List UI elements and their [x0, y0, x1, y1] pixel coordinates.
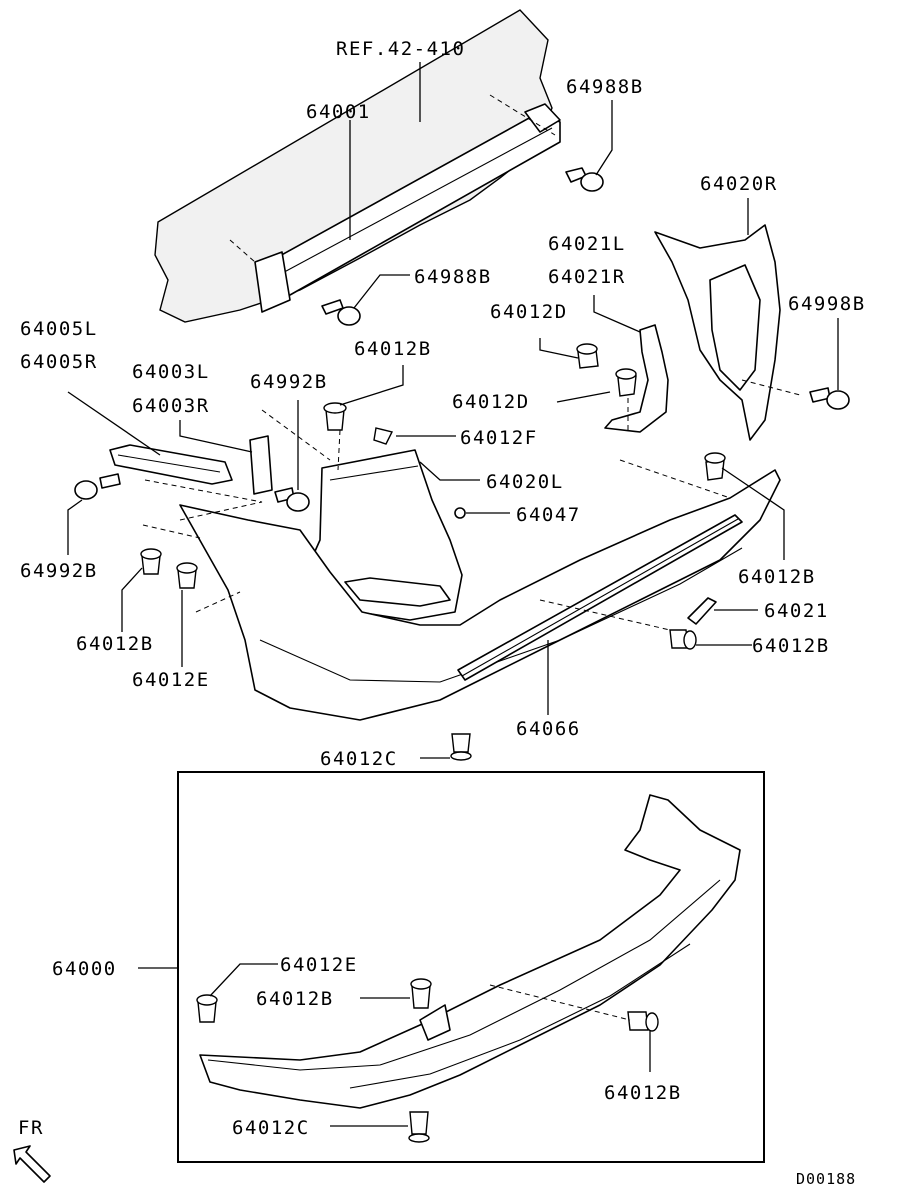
side-bracket-64020R	[654, 224, 781, 441]
label-64988B-mid: 64988B	[414, 266, 492, 288]
label-64012B-a: 64012B	[354, 338, 432, 360]
bracket-64003	[249, 435, 273, 495]
label-64020L: 64020L	[486, 471, 564, 493]
clip-64012F	[373, 427, 394, 445]
bumper-face-upper	[179, 469, 781, 721]
absorber-64005	[109, 444, 233, 485]
reflector-64021	[687, 597, 717, 625]
clip-64012B-2	[704, 452, 726, 481]
label-diagram-code: D00188	[796, 1170, 856, 1187]
label-64005L: 64005L	[20, 318, 98, 340]
clip-64012B-4	[669, 629, 697, 650]
clip-64012B-5	[410, 978, 432, 1009]
label-64003L: 64003L	[132, 361, 210, 383]
label-64005R: 64005R	[20, 351, 98, 373]
clip-64012D-1	[576, 343, 599, 369]
bolt-64988B-mid	[321, 299, 361, 326]
label-64012C-a: 64012C	[320, 748, 398, 770]
bolt-64998B	[809, 387, 850, 410]
label-64992B-b: 64992B	[20, 560, 98, 582]
label-64988B-top: 64988B	[566, 76, 644, 98]
label-fr: FR	[18, 1117, 44, 1139]
label-64012E-b: 64012E	[280, 954, 358, 976]
clip-64012D-2	[615, 368, 637, 397]
label-64012F: 64012F	[460, 427, 538, 449]
bolt-64992B-left	[74, 473, 121, 500]
bolt-64992B-right	[274, 487, 310, 512]
label-64992B-a: 64992B	[250, 371, 328, 393]
clip-64012C-1	[450, 733, 472, 761]
side-bracket-64021	[604, 324, 669, 433]
label-64012B-d: 64012B	[752, 635, 830, 657]
clip-64012C-2	[408, 1111, 430, 1143]
clip-64012B-1	[323, 402, 347, 431]
front-arrow-icon	[13, 1145, 51, 1183]
label-64020R: 64020R	[700, 173, 778, 195]
label-64012B-b: 64012B	[76, 633, 154, 655]
clip-64012E-1	[176, 562, 198, 589]
label-64998B: 64998B	[788, 293, 866, 315]
label-64012D-b: 64012D	[452, 391, 530, 413]
body-panel-ref	[154, 9, 553, 323]
label-64012C-b: 64012C	[232, 1117, 310, 1139]
label-64021L: 64021L	[548, 233, 626, 255]
label-64021R: 64021R	[548, 266, 626, 288]
clip-64012E-2	[196, 994, 218, 1023]
leader-lines-lower	[138, 963, 651, 1127]
label-64066: 64066	[516, 718, 581, 740]
label-64012B-f: 64012B	[604, 1082, 682, 1104]
label-64012B-c: 64012B	[738, 566, 816, 588]
plug-64047	[454, 507, 466, 519]
assembly-frame	[177, 771, 765, 1163]
label-64012B-e: 64012B	[256, 988, 334, 1010]
label-64021: 64021	[764, 600, 829, 622]
guide-lines-upper	[142, 94, 801, 631]
clip-64012B-3	[140, 548, 162, 575]
label-64012D-a: 64012D	[490, 301, 568, 323]
bumper-reinforcement-beam	[254, 103, 561, 313]
bolt-64988B-top	[565, 167, 604, 192]
label-64012E-a: 64012E	[132, 669, 210, 691]
label-64001: 64001	[306, 101, 371, 123]
label-64000: 64000	[52, 958, 117, 980]
clip-64012B-6	[627, 1011, 659, 1032]
label-64047: 64047	[516, 504, 581, 526]
bumper-assembly-64000	[199, 794, 741, 1109]
label-64003R: 64003R	[132, 395, 210, 417]
bumper-strip-64066	[457, 514, 743, 681]
label-ref: REF.42-410	[336, 38, 465, 60]
leader-lines-upper	[67, 62, 839, 759]
